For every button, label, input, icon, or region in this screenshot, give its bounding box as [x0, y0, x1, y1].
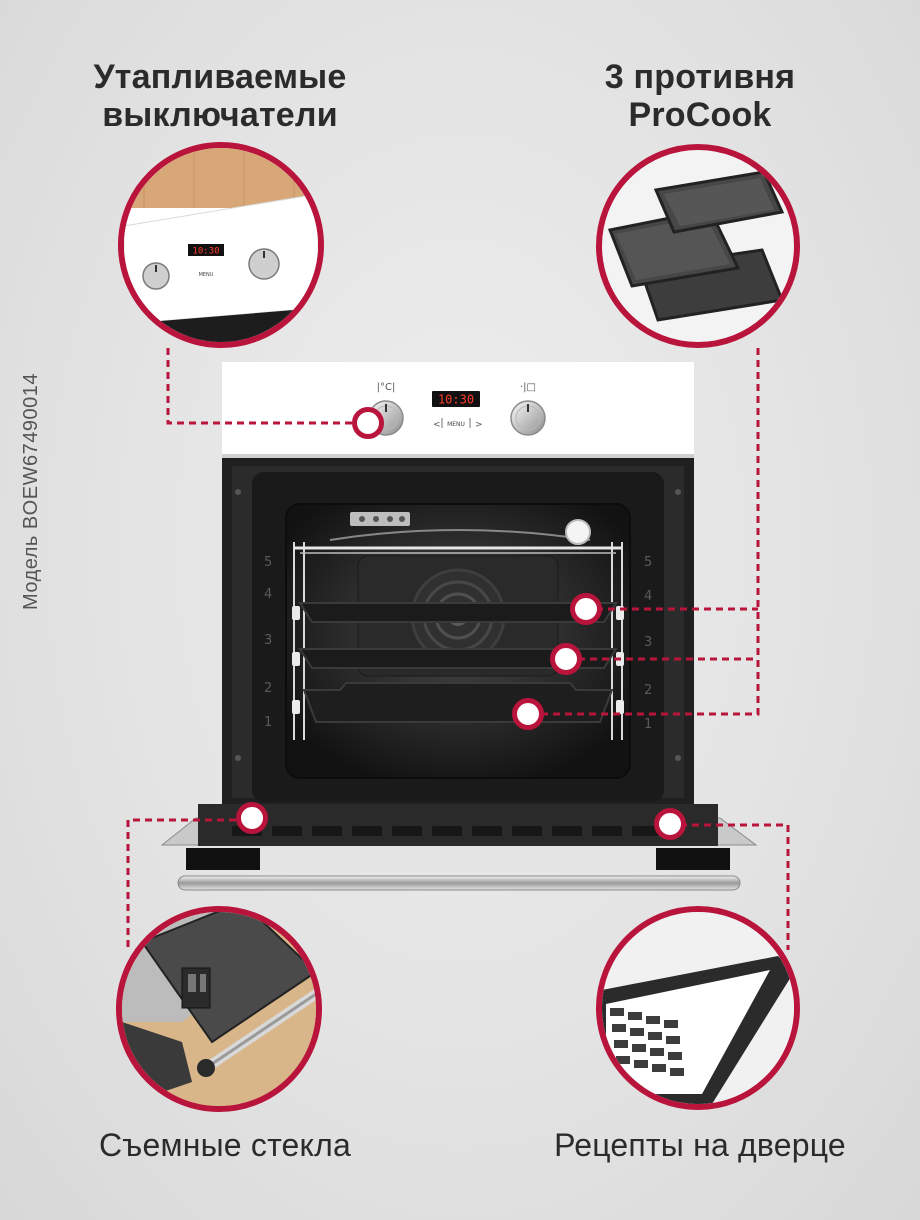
rack-level-label: 4: [644, 589, 652, 604]
detail-circle-glass: [116, 906, 322, 1112]
caption-door-recipes: Рецепты на дверце: [554, 1127, 846, 1163]
deep-tray: [302, 682, 614, 723]
svg-text:·|□: ·|□: [520, 382, 536, 393]
rack-level-label: 3: [644, 635, 652, 650]
detail-circle-trays: [596, 144, 800, 348]
clock-display: [432, 391, 480, 407]
display-right-arrow: >: [475, 420, 483, 430]
recipes-closeup: [602, 912, 794, 1104]
display-menu: MENU: [447, 421, 465, 428]
baking-tray: [298, 602, 618, 623]
rack-level-label: 1: [264, 715, 272, 730]
caption-line: Утапливаемые: [93, 58, 347, 96]
caption-removable-glass: Съемные стекла: [99, 1127, 351, 1163]
caption-line: ProCook: [628, 96, 772, 134]
oven-lamp: [565, 519, 591, 545]
caption-recessed-knobs: Утапливаемые выключатели: [60, 58, 380, 134]
rack-level-label: 2: [264, 681, 272, 696]
knob-closeup: 10:30 MENU: [124, 148, 318, 342]
display-time: 10:30: [192, 247, 219, 257]
oven-door-top: [198, 804, 718, 846]
rack-level-label: 4: [264, 587, 272, 602]
callout-dot-glass: [236, 802, 268, 834]
callout-dot-tray: [570, 593, 602, 625]
detail-circle-knobs: 10:30 MENU: [118, 142, 324, 348]
svg-text:|°C|: |°C|: [377, 382, 396, 393]
rack-level-label: 2: [644, 683, 652, 698]
callout-dot-recipes: [654, 808, 686, 840]
control-panel: [222, 362, 694, 456]
rack-level-label: 1: [644, 717, 652, 732]
baking-tray: [298, 648, 618, 669]
caption-line: 3 противня: [604, 58, 796, 96]
display-menu: MENU: [199, 272, 214, 278]
rack-level-label: 5: [644, 555, 652, 570]
glass-closeup: [122, 912, 316, 1106]
door-handle: [177, 875, 741, 891]
trays-closeup: [607, 170, 785, 322]
display-time: 10:30: [438, 393, 474, 407]
display-left-arrow: <: [433, 420, 441, 430]
caption-line: выключатели: [102, 96, 338, 134]
rack-level-label: 3: [264, 633, 272, 648]
callout-dot-tray: [550, 643, 582, 675]
caption-baking-trays: 3 противня ProCook: [540, 58, 860, 134]
detail-circle-recipes: [596, 906, 800, 1110]
rack-level-label: 5: [264, 555, 272, 570]
callout-dot-knob: [352, 407, 384, 439]
callout-dot-tray: [512, 698, 544, 730]
